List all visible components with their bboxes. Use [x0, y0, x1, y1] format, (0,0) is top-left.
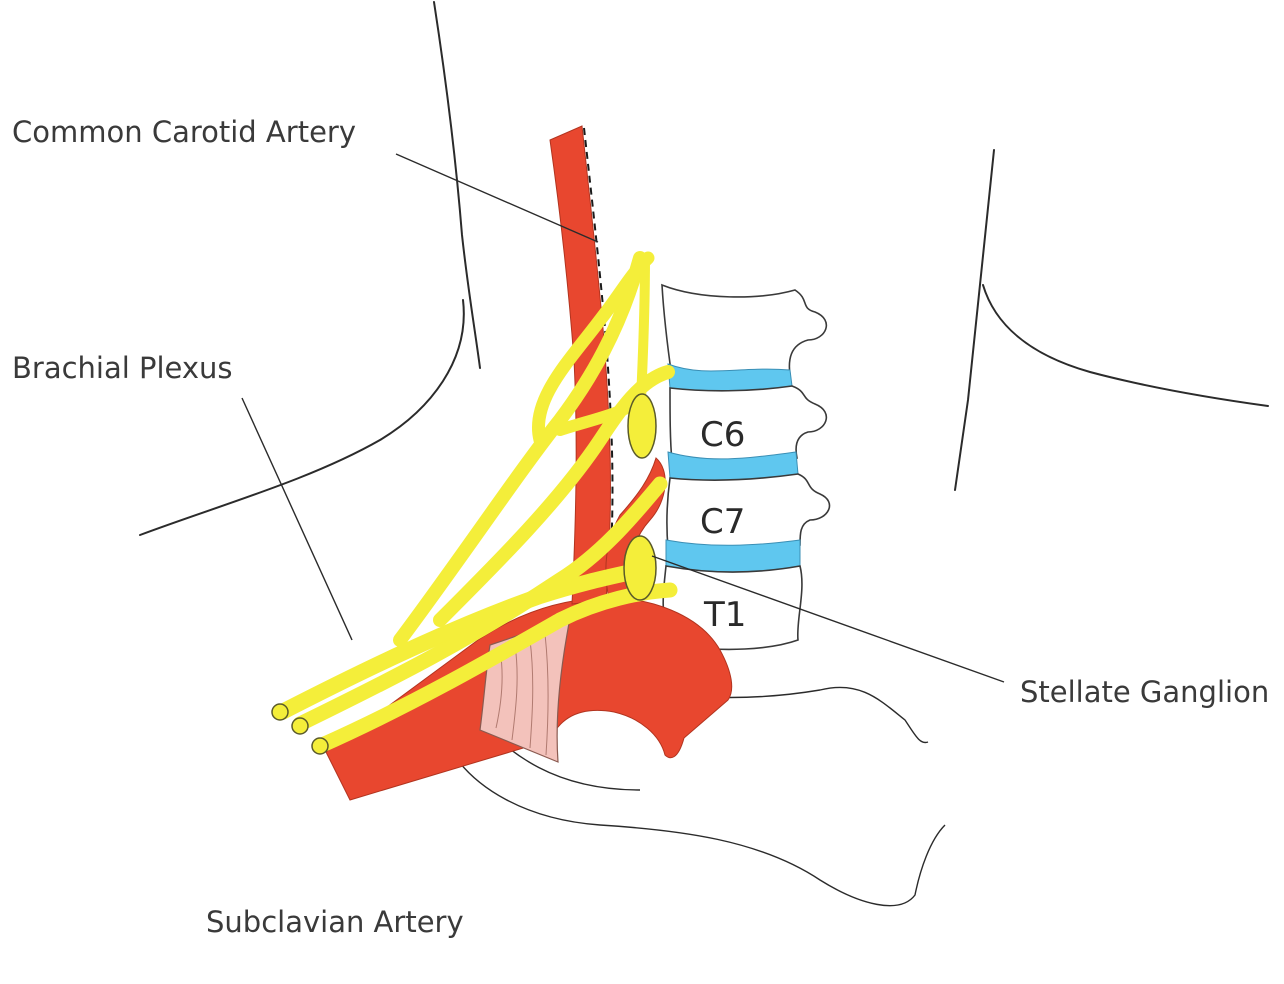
- vertebra-label-c6: C6: [700, 415, 745, 455]
- leader-brachial-plexus: [241, 397, 353, 641]
- leader-common-carotid: [395, 153, 599, 243]
- plexus-cord-3: [314, 584, 676, 752]
- body-contours: [139, 1, 1269, 536]
- plexus-root-c5: [394, 252, 646, 646]
- label-stellate-ganglion: Stellate Ganglion: [1020, 675, 1269, 709]
- carotid-sheath-dashes: [583, 127, 614, 603]
- neck-right-contour: [954, 149, 995, 491]
- plexus-loop: [533, 253, 653, 445]
- disc-c7-t1: [665, 539, 801, 573]
- shoulder-right-contour: [982, 284, 1269, 407]
- vertebra-c7: [666, 473, 831, 549]
- leader-stellate-ganglion: [651, 555, 1005, 683]
- label-brachial-plexus: Brachial Plexus: [12, 351, 233, 385]
- nerve-end-1: [271, 703, 289, 721]
- vertebra-c5: [661, 283, 828, 379]
- plexus-cord-2: [294, 478, 666, 730]
- nerve-end-3: [311, 737, 329, 755]
- label-subclavian-artery: Subclavian Artery: [206, 905, 464, 939]
- vertebra-label-t1: T1: [703, 595, 746, 635]
- subclavian-artery: [325, 597, 733, 801]
- scalene-muscle-fibers: [495, 633, 549, 756]
- leader-lines: [241, 153, 1005, 683]
- shoulder-left-contour: [139, 299, 465, 536]
- brachial-plexus: [271, 251, 678, 755]
- labels: Common Carotid Artery Brachial Plexus St…: [12, 115, 1269, 939]
- vertebra-label-c7: C7: [700, 502, 745, 542]
- nerve-end-2: [291, 717, 309, 735]
- vertebral-column: C6 C7 T1: [661, 283, 831, 651]
- vertebra-c6: [669, 385, 828, 463]
- middle-cervical-ganglion: [627, 393, 657, 459]
- neck-left-contour: [433, 1, 481, 369]
- label-common-carotid-artery: Common Carotid Artery: [12, 115, 356, 149]
- stellate-ganglion-shape: [623, 535, 657, 601]
